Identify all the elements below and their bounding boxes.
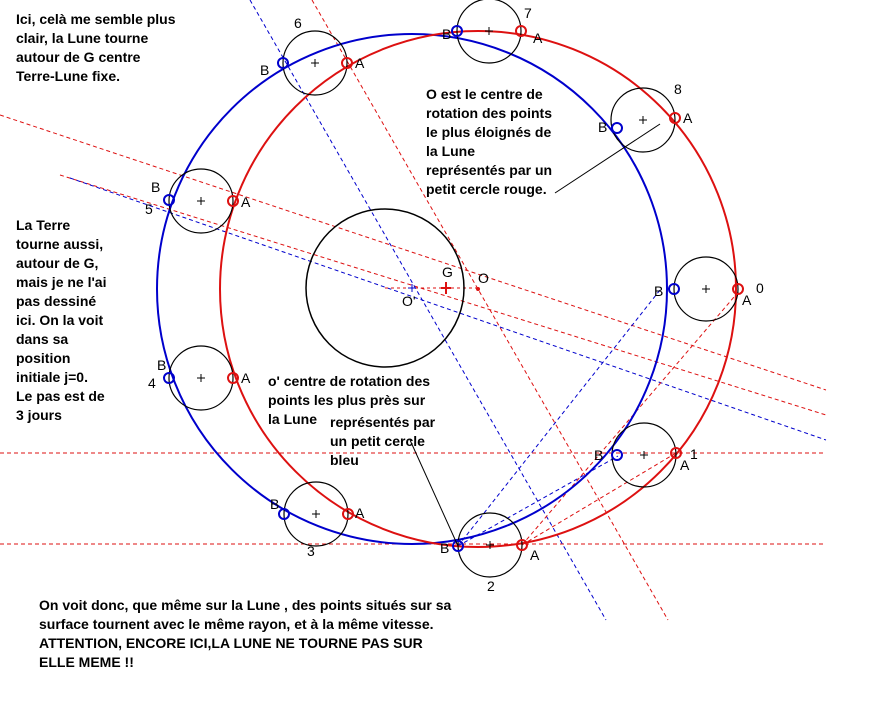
near-point-marker: [452, 540, 464, 552]
label-g: G: [442, 264, 453, 280]
position-number: 8: [674, 81, 682, 97]
moon-circle: [282, 30, 348, 96]
far-point-marker: [515, 25, 527, 37]
o-marker: [476, 287, 480, 291]
moon-position-3: A B 3: [270, 481, 365, 559]
red-dashed-line-short-2: [521, 452, 677, 546]
position-number: 4: [148, 375, 156, 391]
center-markers: G O O': [402, 264, 489, 309]
note-earth-rotation: La Terre tourne aussi, autour de G, mais…: [16, 217, 107, 423]
label-b: B: [151, 179, 160, 195]
near-point-marker: [163, 372, 175, 384]
earth-circle: [305, 208, 465, 368]
blue-dashed-line-short-2: [457, 455, 619, 547]
moon-position-0: A B 0: [654, 256, 764, 322]
note-center-o: O est le centre de rotation des points l…: [426, 86, 553, 197]
label-a: A: [742, 292, 752, 308]
pointer-line-o-prime: [409, 439, 459, 547]
pointer-line-o: [554, 123, 661, 194]
far-point-marker: [227, 195, 239, 207]
label-a: A: [355, 505, 365, 521]
moon-circle: [168, 168, 234, 234]
near-point-marker: [451, 25, 463, 37]
label-o-prime: O': [402, 293, 416, 309]
red-dashed-line-diagonal-2: [59, 174, 827, 416]
near-point-marker: [668, 283, 680, 295]
moon-position-2: A B 2: [440, 512, 540, 594]
near-point-marker: [277, 57, 289, 69]
label-b: B: [594, 447, 603, 463]
label-b: B: [157, 357, 166, 373]
moon-circle: [456, 0, 522, 64]
far-point-marker: [341, 57, 353, 69]
label-a: A: [355, 55, 365, 71]
near-point-marker: [163, 194, 175, 206]
position-number: 0: [756, 280, 764, 296]
near-point-marker: [278, 508, 290, 520]
moon-position-1: A B 1: [594, 422, 698, 488]
label-a: A: [680, 457, 690, 473]
moon-circle: [283, 481, 349, 547]
blue-orbit-circle: [156, 33, 668, 545]
position-number: 5: [145, 201, 153, 217]
label-b: B: [442, 26, 451, 42]
note-blue-circle: représentés par un petit cercle bleu: [330, 414, 436, 468]
moon-position-7: A B 7: [442, 0, 543, 64]
far-point-marker: [732, 283, 744, 295]
note-center-o-prime: o' centre de rotation des points les plu…: [268, 373, 431, 427]
moon-circle: [168, 345, 234, 411]
label-b: B: [440, 540, 449, 556]
red-dashed-line-steep: [311, 0, 669, 621]
label-b: B: [270, 496, 279, 512]
near-point-marker: [611, 122, 623, 134]
far-point-marker: [516, 539, 528, 551]
far-point-marker: [227, 372, 239, 384]
moon-circle: [673, 256, 739, 322]
far-point-marker: [342, 508, 354, 520]
moon-circle: [610, 87, 676, 153]
label-a: A: [683, 110, 693, 126]
label-b: B: [598, 119, 607, 135]
label-a: A: [533, 30, 543, 46]
position-number: 7: [524, 5, 532, 21]
red-orbit-circle: [219, 30, 737, 548]
far-point-marker: [670, 447, 682, 459]
position-number: 2: [487, 578, 495, 594]
position-number: 1: [690, 446, 698, 462]
moon-position-4: A B4: [148, 345, 251, 411]
label-b: B: [654, 283, 663, 299]
label-a: A: [241, 194, 251, 210]
label-o: O: [478, 270, 489, 286]
far-point-marker: [669, 112, 681, 124]
moon-position-5: A B 5: [145, 168, 251, 234]
note-reference-frame: Ici, celà me semble plus clair, la Lune …: [16, 11, 176, 84]
moon-position-8: A B 8: [598, 81, 693, 153]
position-number: 6: [294, 15, 302, 31]
position-number: 3: [307, 543, 315, 559]
moon-position-6: A B 6: [260, 15, 365, 96]
label-a: A: [241, 370, 251, 386]
blue-dashed-line-short-1: [457, 289, 661, 547]
red-dashed-line-diagonal-1: [0, 114, 827, 391]
near-point-marker: [611, 449, 623, 461]
red-dashed-line-short-1: [521, 289, 741, 546]
label-a: A: [530, 547, 540, 563]
note-conclusion: On voit donc, que même sur la Lune , des…: [39, 597, 452, 670]
label-b: B: [260, 62, 269, 78]
blue-dashed-line-diagonal: [69, 177, 827, 441]
